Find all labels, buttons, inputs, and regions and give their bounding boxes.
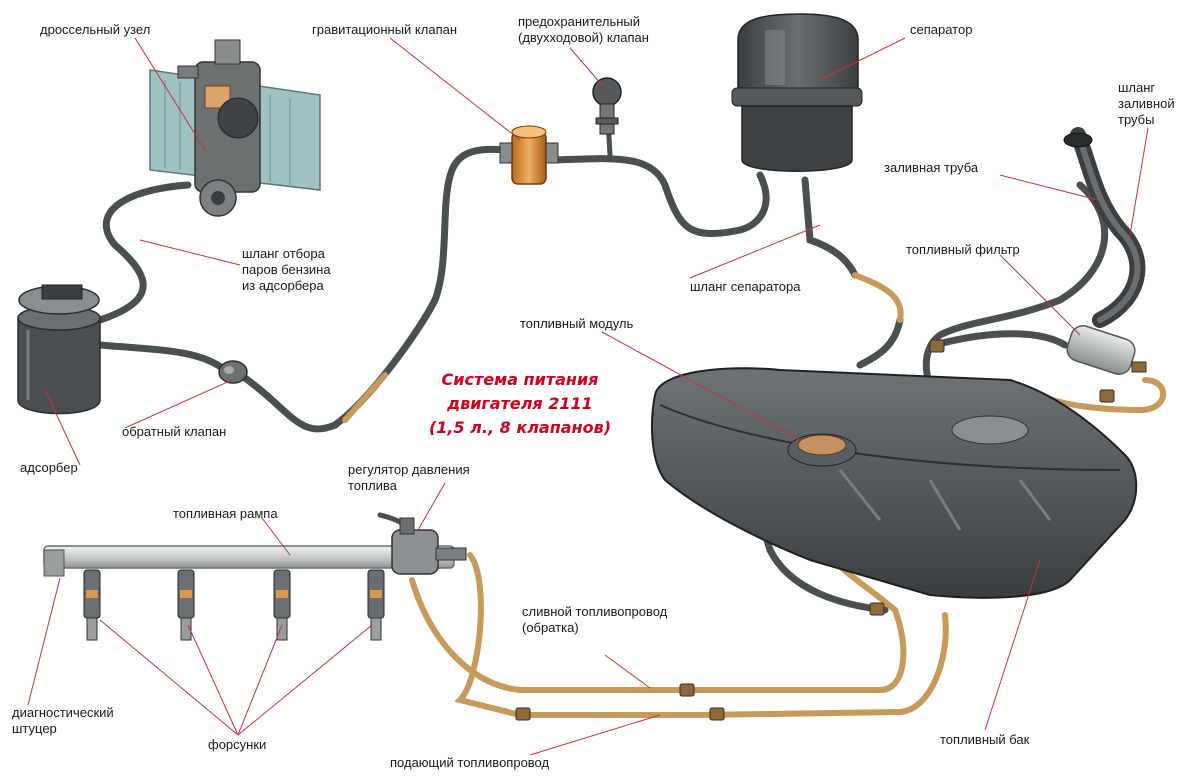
label-return-line: сливной топливопровод (обратка) [522, 604, 668, 635]
label-filler-hose: шланг заливной трубы [1118, 80, 1175, 127]
label-adsorber: адсорбер [20, 460, 78, 475]
injector-icon [177, 569, 195, 641]
label-check-valve: обратный клапан [122, 424, 227, 439]
label-gravity-valve: гравитационный клапан [312, 22, 458, 37]
diagram-title-line3: (1,5 л., 8 клапанов) [428, 418, 612, 437]
safety-valve-icon [592, 77, 622, 135]
label-pressure-regulator: регулятор давления топлива [348, 462, 470, 493]
label-fuel-tank: топливный бак [940, 732, 1030, 747]
gravity-valve-icon [499, 125, 559, 185]
label-supply-line: подающий топливопровод [390, 755, 550, 770]
label-diag-fitting: диагностический штуцер [12, 705, 114, 736]
label-fuel-filter: топливный фильтр [906, 242, 1020, 257]
injectors [83, 569, 385, 641]
filler-pipe-icon [1063, 127, 1146, 328]
leader-lines [27, 37, 1149, 756]
label-throttle: дроссельный узел [40, 22, 151, 37]
label-separator-hose: шланг сепаратора [690, 279, 801, 294]
separator-icon [731, 13, 863, 172]
injector-icon [367, 569, 385, 641]
injector-icon [273, 569, 291, 641]
label-fuel-rail: топливная рампа [173, 506, 278, 521]
label-separator: сепаратор [910, 22, 973, 37]
label-vapor-hose: шланг отбора паров бензина из адсорбера [242, 246, 331, 293]
fuel-filter-icon [1066, 325, 1147, 375]
check-valve-icon [218, 360, 248, 384]
pressure-regulator-icon [391, 517, 467, 575]
label-safety-valve: предохранительный (двухходовой) клапан [518, 14, 649, 45]
label-filler-pipe: заливная труба [884, 160, 979, 175]
label-injectors: форсунки [208, 737, 267, 752]
diagram-title-line1: Система питания [441, 370, 599, 389]
adsorber-icon [17, 284, 101, 415]
label-fuel-module: топливный модуль [520, 316, 634, 331]
injector-icon [83, 569, 101, 641]
throttle-body-icon [149, 39, 321, 217]
diagram-title-line2: двигателя 2111 [447, 394, 593, 413]
